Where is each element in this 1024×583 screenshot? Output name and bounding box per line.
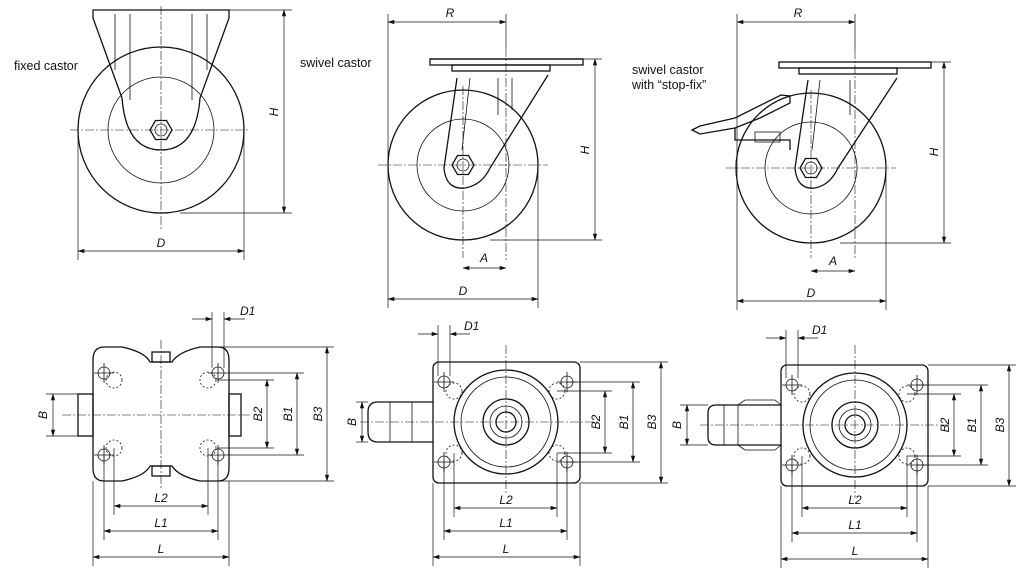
dim-B3-swivel: B3 <box>645 414 659 429</box>
dim-B-stopfix: B <box>670 421 684 429</box>
dim-H-fixed: H <box>267 107 281 116</box>
swivel-castor-side-view: R H A D <box>378 6 602 308</box>
caption-stopfix-line2: with “stop-fix” <box>632 78 707 92</box>
dim-B2-stopfix: B2 <box>938 417 952 432</box>
dim-B1-swivel: B1 <box>617 415 631 430</box>
dim-B3-stopfix: B3 <box>993 417 1007 432</box>
dim-A-stopfix: A <box>828 254 837 268</box>
dim-H-swivel: H <box>578 145 592 154</box>
dim-A-swivel: A <box>479 251 488 265</box>
dim-L-swivel: L <box>503 542 510 556</box>
stopfix-castor-side-view: R H A D <box>690 6 951 310</box>
dim-B-fixed: B <box>36 411 50 419</box>
dim-L1-stopfix: L1 <box>848 518 861 532</box>
dim-D1-stopfix: D1 <box>812 323 827 337</box>
caption-stopfix-line1: swivel castor <box>632 63 704 77</box>
dim-D-stopfix: D <box>807 286 816 300</box>
caption-fixed-castor: fixed castor <box>14 59 78 73</box>
dim-D1-fixed: D1 <box>240 304 255 318</box>
dim-L1-swivel: L1 <box>499 516 512 530</box>
dim-B3-fixed: B3 <box>311 406 325 421</box>
swivel-castor-top-view: D1 B B2 B1 B3 L2 L1 L <box>345 319 668 566</box>
dim-D-fixed: D <box>157 236 166 250</box>
dim-D1-swivel: D1 <box>464 319 479 333</box>
dim-L2-stopfix: L2 <box>848 493 862 507</box>
dim-B1-fixed: B1 <box>281 407 295 422</box>
dim-R-swivel: R <box>446 6 455 20</box>
dim-R-stopfix: R <box>794 6 803 20</box>
fixed-castor-top-view: D1 B B2 B1 B3 L2 L1 L <box>36 304 334 566</box>
dim-L-stopfix: L <box>852 544 859 558</box>
stopfix-castor-top-view: D1 B B2 B1 B3 L2 L1 L <box>670 323 1016 568</box>
dim-D-swivel: D <box>459 284 468 298</box>
dim-L1-fixed: L1 <box>154 516 167 530</box>
dim-B-swivel: B <box>345 418 359 426</box>
dim-B2-swivel: B2 <box>589 414 603 429</box>
caption-swivel-castor: swivel castor <box>300 56 372 70</box>
fixed-castor-side-view: H D <box>70 6 292 260</box>
dim-B1-stopfix: B1 <box>965 418 979 433</box>
dim-B2-fixed: B2 <box>251 406 265 421</box>
dim-L-fixed: L <box>158 542 165 556</box>
dim-L2-swivel: L2 <box>499 493 513 507</box>
dim-H-stopfix: H <box>927 147 941 156</box>
dim-L2-fixed: L2 <box>154 491 168 505</box>
